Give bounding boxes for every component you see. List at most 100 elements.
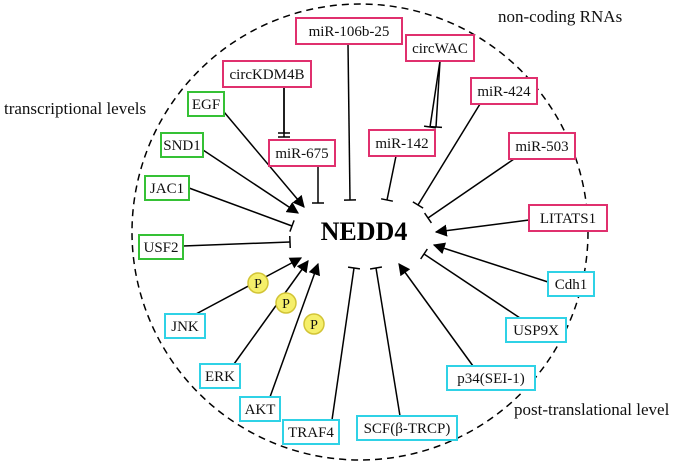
- edge-mir-106b-25-to-nedd4: [347, 43, 351, 201]
- node-box-jnk: [164, 313, 206, 339]
- edge-circwac-to-mir-142: [429, 60, 441, 128]
- node-box-circkdm4b: [222, 60, 312, 88]
- phospho-circle-jnk: [247, 272, 269, 294]
- node-scf: SCF(β-TRCP): [356, 415, 458, 441]
- node-box-mir-424: [470, 77, 538, 105]
- phospho-circle-erk: [275, 292, 297, 314]
- phospho-badge-jnk: P: [247, 272, 269, 294]
- node-label-circwac: circWAC: [412, 41, 468, 57]
- node-jnk: JNK: [164, 313, 206, 339]
- node-label-jac1: JAC1: [150, 181, 184, 197]
- node-label-mir-142: miR-142: [375, 136, 428, 152]
- node-label-usp9x: USP9X: [513, 323, 559, 339]
- node-label-p34: p34(SEI-1): [457, 371, 525, 387]
- node-litats1: LITATS1: [528, 204, 608, 232]
- node-label-scf: SCF(β-TRCP): [364, 421, 451, 437]
- node-circwac: circWAC: [405, 34, 475, 62]
- node-p34: p34(SEI-1): [446, 365, 536, 391]
- node-box-jac1: [144, 175, 190, 201]
- node-label-litats1: LITATS1: [540, 211, 596, 227]
- node-label-snd1: SND1: [163, 138, 201, 154]
- node-usp9x: USP9X: [505, 317, 567, 343]
- node-box-mir-142: [368, 129, 436, 157]
- node-box-mir-503: [508, 132, 576, 160]
- phosphorylation-layer: P P P: [247, 272, 325, 335]
- node-snd1: SND1: [160, 132, 204, 158]
- node-box-scf: [356, 415, 458, 441]
- phospho-label-erk: P: [282, 297, 290, 312]
- phospho-badge-akt: P: [303, 313, 325, 335]
- edge-mir-503-to-nedd4: [427, 158, 515, 219]
- edge-snd1-to-nedd4: [202, 149, 300, 214]
- category-label-noncoding: non-coding RNAs: [498, 7, 622, 26]
- edge-usp9x-to-nedd4-inhibition-bar: [420, 248, 428, 260]
- node-label-egf: EGF: [192, 97, 220, 113]
- node-usf2: USF2: [138, 234, 184, 260]
- edge-scf-to-nedd4: [375, 267, 401, 417]
- node-mir-142: miR-142: [368, 129, 436, 157]
- node-box-mir-675: [268, 139, 336, 167]
- node-label-jnk: JNK: [171, 319, 199, 335]
- node-box-traf4: [282, 419, 340, 445]
- node-akt: AKT: [239, 396, 281, 422]
- node-box-usf2: [138, 234, 184, 260]
- node-label-akt: AKT: [245, 402, 276, 418]
- node-label-circkdm4b: circKDM4B: [230, 67, 305, 83]
- edge-layer: [182, 43, 549, 421]
- center-node-nedd4: NEDD4: [321, 217, 408, 246]
- edge-mir-142-to-nedd4: [386, 155, 397, 201]
- edge-mir-424-to-nedd4: [417, 103, 481, 206]
- node-box-usp9x: [505, 317, 567, 343]
- edge-mir-424-to-nedd4-inhibition-bar: [412, 201, 424, 209]
- node-box-erk: [199, 363, 241, 389]
- node-box-snd1: [160, 132, 204, 158]
- node-label-mir-675: miR-675: [275, 146, 328, 162]
- node-label-mir-106b-25: miR-106b-25: [309, 24, 390, 40]
- node-box-litats1: [528, 204, 608, 232]
- node-box-egf: [187, 91, 225, 117]
- node-box-p34: [446, 365, 536, 391]
- phospho-badge-erk: P: [275, 292, 297, 314]
- node-mir-675: miR-675: [268, 139, 336, 167]
- edge-circwac-to-nedd4: [435, 60, 441, 128]
- edge-p34-to-nedd4: [398, 263, 474, 367]
- edge-traf4-to-nedd4-inhibition-bar: [347, 266, 361, 270]
- edge-usf2-to-nedd4: [182, 241, 291, 247]
- node-traf4: TRAF4: [282, 419, 340, 445]
- node-label-erk: ERK: [205, 369, 235, 385]
- node-egf: EGF: [187, 91, 225, 117]
- edge-akt-to-nedd4: [269, 262, 320, 398]
- node-mir-424: miR-424: [470, 77, 538, 105]
- node-label-usf2: USF2: [143, 240, 178, 256]
- edge-cdh1-to-nedd4: [432, 242, 549, 283]
- edge-usp9x-to-nedd4: [423, 253, 521, 319]
- node-layer: miR-106b-25 circWAC circKDM4B miR-675 miR-14…: [138, 17, 608, 445]
- node-erk: ERK: [199, 363, 241, 389]
- edge-mir-142-to-nedd4-inhibition-bar: [380, 198, 394, 202]
- node-mir-106b-25: miR-106b-25: [295, 17, 403, 45]
- edge-mir-503-to-nedd4-inhibition-bar: [423, 212, 433, 224]
- node-cdh1: Cdh1: [547, 271, 595, 297]
- node-label-mir-503: miR-503: [515, 139, 568, 155]
- category-label-transcriptional: transcriptional levels: [4, 99, 146, 118]
- node-box-circwac: [405, 34, 475, 62]
- edge-erk-to-nedd4: [233, 260, 309, 365]
- node-jac1: JAC1: [144, 175, 190, 201]
- node-circkdm4b: circKDM4B: [222, 60, 312, 88]
- node-label-cdh1: Cdh1: [555, 277, 588, 293]
- edge-circwac-to-mir-142-inhibition-bar: [423, 125, 437, 129]
- phospho-label-jnk: P: [254, 277, 262, 292]
- node-box-mir-106b-25: [295, 17, 403, 45]
- phospho-label-akt: P: [310, 318, 318, 333]
- edge-egf-to-nedd4: [223, 111, 305, 208]
- phospho-circle-akt: [303, 313, 325, 335]
- node-box-akt: [239, 396, 281, 422]
- node-box-cdh1: [547, 271, 595, 297]
- category-label-posttranslational: post-translational level: [514, 400, 670, 419]
- node-label-mir-424: miR-424: [477, 84, 531, 100]
- edge-litats1-to-nedd4: [434, 219, 530, 237]
- edge-jac1-to-nedd4-inhibition-bar: [289, 220, 295, 232]
- edge-scf-to-nedd4-inhibition-bar: [369, 266, 383, 270]
